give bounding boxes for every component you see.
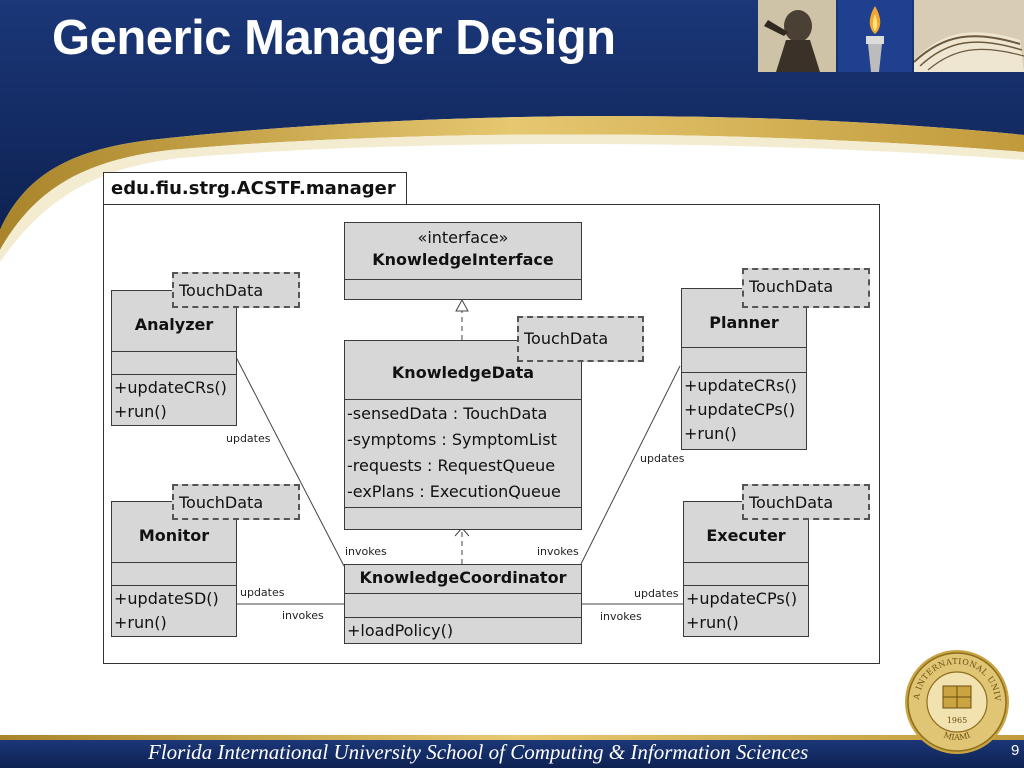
- template-param-monitor: TouchData: [172, 484, 300, 520]
- class-planner[interactable]: Planner +updateCRs() +updateCPs() +run(): [681, 288, 807, 450]
- label-planner-updates: updates: [640, 452, 685, 465]
- slide-title: Generic Manager Design: [52, 11, 616, 65]
- realization-arrowhead: [455, 298, 469, 312]
- class-name: KnowledgeData: [391, 363, 535, 382]
- method: +run(): [686, 613, 739, 632]
- footer-institution: Florida International University School …: [148, 740, 809, 764]
- attribute: -symptoms : SymptomList: [347, 430, 557, 449]
- interface-name: KnowledgeInterface: [372, 250, 554, 269]
- class-name: Executer: [706, 526, 786, 545]
- label-analyzer-updates: updates: [226, 432, 271, 445]
- class-analyzer[interactable]: Analyzer +updateCRs() +run(): [111, 290, 237, 426]
- header-photo-statue: [758, 0, 836, 72]
- package-name-tab: edu.fiu.strg.ACSTF.manager: [103, 172, 407, 205]
- svg-text:MIAMI: MIAMI: [943, 730, 972, 742]
- attribute: -requests : RequestQueue: [347, 456, 556, 475]
- method: +updateCPs(): [684, 400, 796, 419]
- label-executer-invokes: invokes: [600, 610, 642, 623]
- method: +updateCPs(): [686, 589, 798, 608]
- header-photo-book: [914, 0, 1024, 72]
- class-knowledgecoordinator[interactable]: KnowledgeCoordinator +loadPolicy(): [344, 564, 582, 644]
- class-name: Monitor: [138, 526, 210, 545]
- label-left-invokes: invokes: [345, 545, 387, 558]
- interface-knowledgeinterface[interactable]: «interface» KnowledgeInterface: [344, 222, 582, 300]
- template-param-knowledgedata: TouchData: [517, 316, 644, 362]
- method: +updateCRs(): [114, 378, 227, 397]
- label-executer-updates: updates: [634, 587, 679, 600]
- university-seal-logo: FLORIDA INTERNATIONAL UNIVERSITY MIAMI 1…: [903, 648, 1009, 754]
- svg-text:1965: 1965: [947, 716, 967, 725]
- method: +run(): [114, 402, 167, 421]
- class-monitor[interactable]: Monitor +updateSD() +run(): [111, 501, 237, 637]
- method: +run(): [114, 613, 167, 632]
- class-knowledgedata[interactable]: KnowledgeData -sensedData : TouchData -s…: [344, 340, 582, 530]
- analyzer-coordinator-association: [235, 356, 345, 567]
- page-number: 9: [1011, 742, 1020, 759]
- template-param-executer: TouchData: [742, 484, 870, 520]
- class-name: Planner: [709, 313, 779, 332]
- attribute: -exPlans : ExecutionQueue: [347, 482, 561, 501]
- class-name: Analyzer: [134, 315, 214, 334]
- method: +run(): [684, 424, 737, 443]
- interface-stereotype: «interface»: [417, 228, 509, 247]
- header-photo-torch: [838, 0, 912, 72]
- attribute: -sensedData : TouchData: [347, 404, 548, 423]
- class-name: KnowledgeCoordinator: [359, 568, 567, 587]
- template-param-analyzer: TouchData: [172, 272, 300, 308]
- planner-coordinator-association: [579, 365, 681, 567]
- method: +updateCRs(): [684, 376, 797, 395]
- label-monitor-invokes: invokes: [282, 609, 324, 622]
- method: +loadPolicy(): [347, 621, 454, 640]
- label-monitor-updates: updates: [240, 586, 285, 599]
- label-right-invokes: invokes: [537, 545, 579, 558]
- method: +updateSD(): [114, 589, 219, 608]
- template-param-planner: TouchData: [742, 268, 870, 308]
- class-executer[interactable]: Executer +updateCPs() +run(): [683, 501, 809, 637]
